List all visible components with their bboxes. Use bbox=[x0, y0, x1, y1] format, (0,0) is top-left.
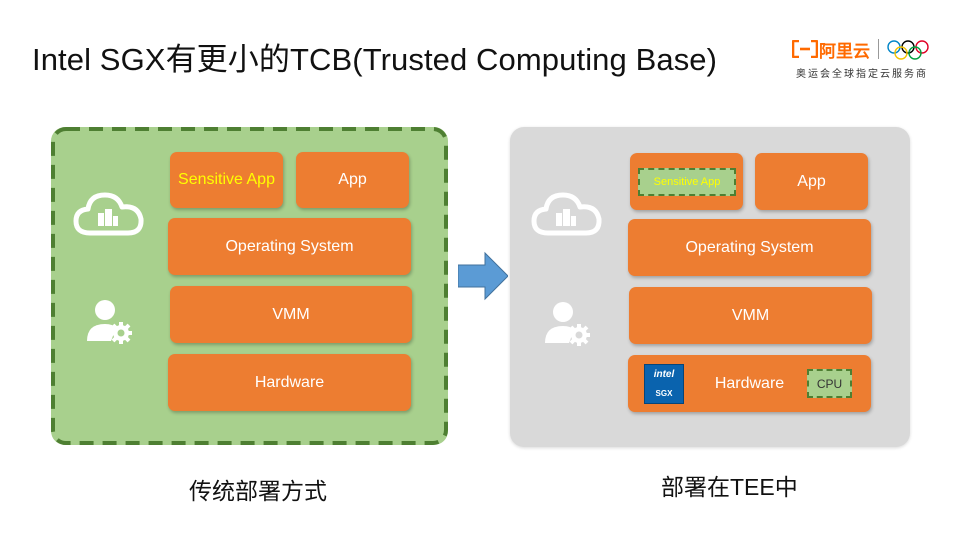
hardware-box: Hardware bbox=[168, 354, 411, 411]
aliyun-logo: 阿里云 奥运会全球指定云服务商 bbox=[792, 37, 942, 81]
sensitive-app-box: Sensitive App bbox=[170, 152, 283, 208]
user-gear-icon bbox=[87, 300, 132, 344]
vmm-box: VMM bbox=[629, 287, 872, 344]
dashed-border bbox=[51, 127, 448, 445]
app-box: App bbox=[755, 153, 868, 210]
operating-system-box: Operating System bbox=[628, 219, 871, 276]
slide-title: Intel SGX有更小的TCB(Trusted Computing Base) bbox=[32, 42, 718, 77]
sgx-label: SGX bbox=[655, 389, 673, 398]
intel-sgx-icon: intel SGX bbox=[644, 364, 684, 404]
intel-brand-text: intel bbox=[653, 369, 675, 380]
aliyun-slogan: 奥运会全球指定云服务商 bbox=[796, 69, 928, 80]
traditional-deployment-caption: 传统部署方式 bbox=[189, 478, 327, 504]
user-gear-icon bbox=[545, 302, 590, 346]
aliyun-bracket-icon bbox=[792, 40, 818, 58]
logo-divider bbox=[878, 39, 879, 59]
vmm-box: VMM bbox=[170, 286, 412, 343]
olympic-rings-icon bbox=[887, 40, 929, 60]
app-box: App bbox=[296, 152, 409, 208]
aliyun-brand-text: 阿里云 bbox=[819, 42, 870, 61]
arrow-right-icon bbox=[458, 251, 508, 301]
cloud-icon bbox=[531, 192, 602, 236]
operating-system-box: Operating System bbox=[168, 218, 411, 275]
cpu-enclave-box: CPU bbox=[807, 369, 852, 398]
sensitive-app-enclave-box: Sensitive App bbox=[638, 168, 736, 196]
cloud-icon bbox=[73, 192, 144, 236]
tee-deployment-caption: 部署在TEE中 bbox=[661, 474, 798, 500]
